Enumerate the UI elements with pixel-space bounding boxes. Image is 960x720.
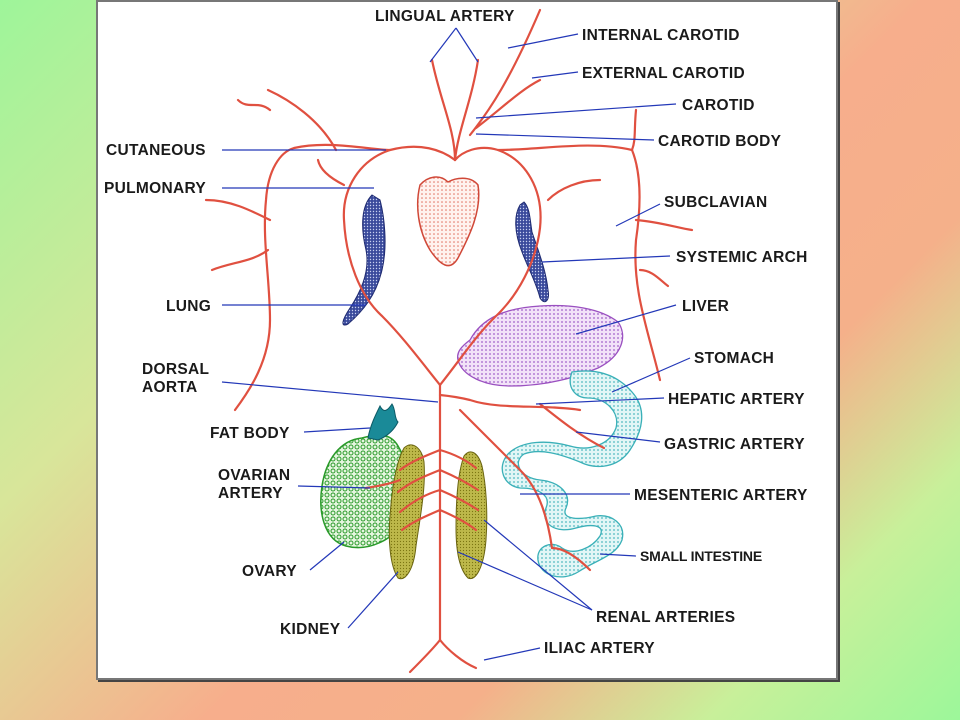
label-cutaneous: CUTANEOUS <box>106 142 206 159</box>
label-ovary: OVARY <box>242 563 297 580</box>
label-kidney: KIDNEY <box>280 621 341 638</box>
lung-right-shape <box>515 201 549 303</box>
label-lingual-artery: LINGUAL ARTERY <box>375 8 515 25</box>
kidney-left-shape <box>388 444 425 580</box>
label-hepatic-artery: HEPATIC ARTERY <box>668 391 805 408</box>
fat-body-shape <box>367 403 399 441</box>
lung-left-shape <box>342 194 386 326</box>
label-carotid-body: CAROTID BODY <box>658 133 782 150</box>
label-small-intestine: SMALL INTESTINE <box>640 548 762 564</box>
heart-shape <box>416 176 480 267</box>
label-ovarian: OVARIAN <box>218 467 290 484</box>
label-stomach: STOMACH <box>694 350 774 367</box>
label-artery: ARTERY <box>218 485 283 502</box>
label-pulmonary: PULMONARY <box>104 180 206 197</box>
label-systemic-arch: SYSTEMIC ARCH <box>676 249 808 266</box>
label-internal-carotid: INTERNAL CAROTID <box>582 27 740 44</box>
ovary-shape <box>320 434 411 549</box>
label-lung: LUNG <box>166 298 211 315</box>
label-carotid: CAROTID <box>682 97 755 114</box>
stomach-intestine-shape <box>501 370 643 578</box>
label-external-carotid: EXTERNAL CAROTID <box>582 65 745 82</box>
kidney-right-shape <box>455 451 488 580</box>
label-subclavian: SUBCLAVIAN <box>664 194 767 211</box>
label-liver: LIVER <box>682 298 729 315</box>
label-dorsal: DORSAL <box>142 361 209 378</box>
label-gastric-artery: GASTRIC ARTERY <box>664 436 805 453</box>
label-fat-body: FAT BODY <box>210 425 290 442</box>
label-aorta: AORTA <box>142 379 197 396</box>
leader-lines <box>221 27 691 661</box>
label-mesenteric-artery: MESENTERIC ARTERY <box>634 487 808 504</box>
arteries <box>204 8 694 674</box>
label-iliac-artery: ILIAC ARTERY <box>544 640 655 657</box>
label-renal-arteries: RENAL ARTERIES <box>596 609 735 626</box>
